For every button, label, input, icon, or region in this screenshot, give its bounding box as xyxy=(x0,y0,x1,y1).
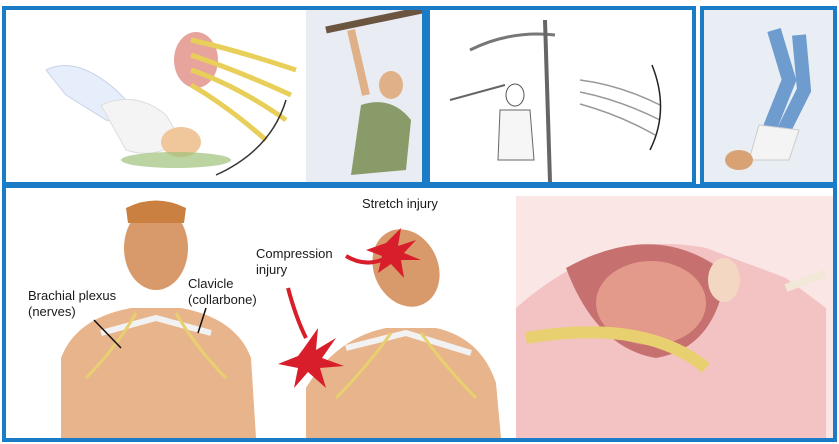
side-figure-torso xyxy=(306,328,501,438)
side-figure-head xyxy=(360,218,452,318)
sketch-man-branch-illustration xyxy=(430,10,692,182)
panel-head-first-fall xyxy=(700,6,837,186)
panel-infant-fall-nerves xyxy=(2,6,426,186)
falling-person-head xyxy=(725,150,753,170)
sketch-branch xyxy=(470,34,555,50)
label-clavicle: Clavicle xyxy=(188,276,234,291)
sketch-shirt xyxy=(498,110,534,160)
front-figure-hair xyxy=(126,201,186,224)
label-brachial-plexus: Brachial plexus xyxy=(28,288,117,303)
label-nerves: (nerves) xyxy=(28,304,76,319)
sketch-trunk xyxy=(545,20,550,182)
label-stretch-injury: Stretch injury xyxy=(362,196,438,211)
sketch-arrow xyxy=(650,65,661,150)
infant-and-hanging-man-illustration xyxy=(6,10,422,182)
man-shirt xyxy=(351,102,411,175)
sketch-nerves xyxy=(580,80,660,135)
panel-sketch-branch-injury xyxy=(426,6,696,186)
plexus-anatomy-illustration: Brachial plexus (nerves) Clavicle (colla… xyxy=(6,188,833,438)
label-collarbone: (collarbone) xyxy=(188,292,257,307)
falling-person-shirt xyxy=(749,125,799,160)
panel-brachial-plexus-anatomy: Brachial plexus (nerves) Clavicle (colla… xyxy=(2,184,837,442)
grass xyxy=(121,152,231,168)
man-head xyxy=(379,71,403,99)
sketch-arm xyxy=(450,85,505,100)
label-compression-line2: injury xyxy=(256,262,288,277)
label-compression-line1: Compression xyxy=(256,246,333,261)
sketch-head xyxy=(506,84,524,106)
compression-arrow xyxy=(288,288,306,338)
fetus-head xyxy=(708,258,740,302)
falling-person-illustration xyxy=(704,10,833,182)
